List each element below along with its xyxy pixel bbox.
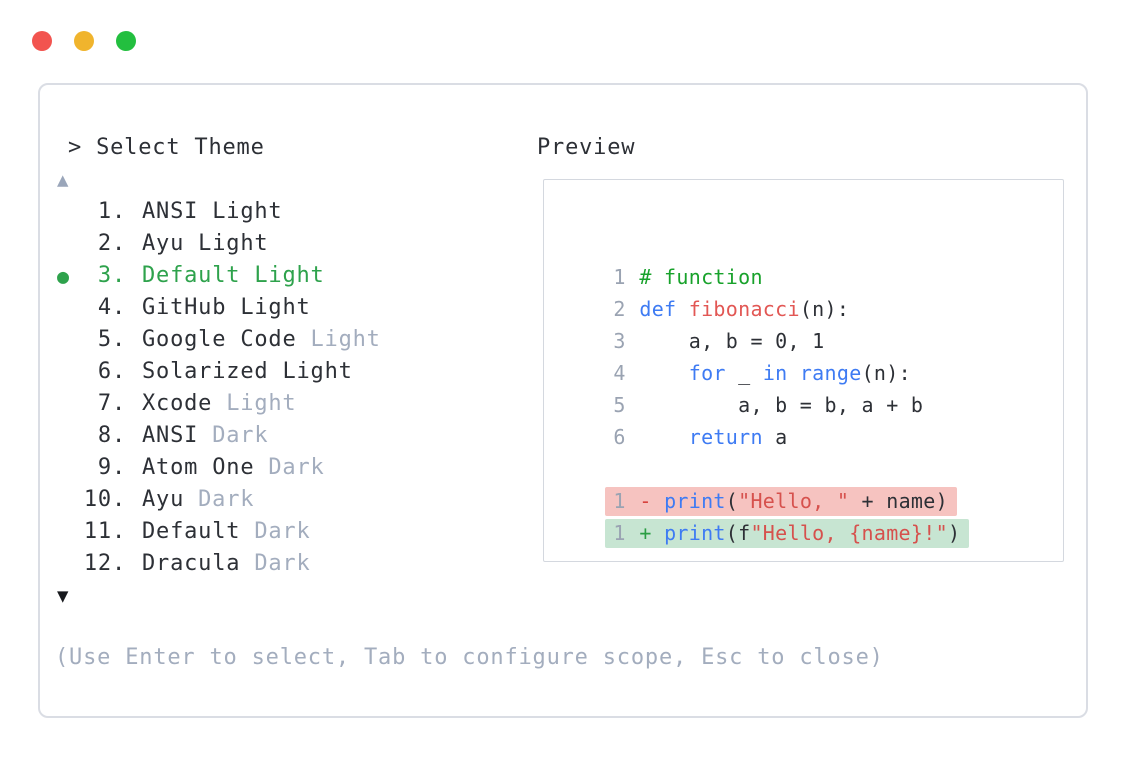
window-zoom-button[interactable] bbox=[116, 31, 136, 51]
theme-item-number: 7. bbox=[97, 391, 126, 416]
line-number: 6 bbox=[613, 425, 626, 449]
selected-dot-icon bbox=[55, 324, 83, 356]
line-number: 2 bbox=[613, 297, 626, 321]
theme-item-variant: Dark bbox=[212, 423, 269, 448]
theme-item-name: Default bbox=[142, 519, 241, 544]
select-theme-prompt: > Select Theme bbox=[68, 135, 265, 160]
selected-dot-icon bbox=[55, 516, 83, 548]
theme-list-item[interactable]: 9. Atom One Dark bbox=[55, 452, 884, 484]
theme-item-number: 12. bbox=[83, 551, 126, 576]
theme-list-item[interactable]: 11. Default Dark bbox=[55, 516, 884, 548]
line-code: def fibonacci(n): bbox=[639, 297, 850, 321]
code-line: 1 # function bbox=[564, 229, 1063, 289]
code-line: 6 return a bbox=[564, 389, 1063, 449]
line-number: 1 bbox=[613, 265, 626, 289]
theme-list-item[interactable]: 4. GitHub Light bbox=[55, 292, 884, 324]
scroll-up-icon[interactable]: ▲ bbox=[57, 169, 70, 191]
selected-dot-icon: ● bbox=[57, 264, 70, 288]
theme-item-name: Atom One bbox=[142, 455, 255, 480]
code-line: 3 a, b = 0, 1 bbox=[564, 293, 1063, 353]
theme-list-item[interactable]: 8. ANSI Dark bbox=[55, 420, 884, 452]
line-code: return a bbox=[688, 425, 788, 449]
window-controls bbox=[32, 31, 136, 51]
theme-picker-panel: > Select Theme ▲ 1. ANSI Light 2. Ayu Li… bbox=[38, 83, 1088, 718]
line-number: 4 bbox=[613, 361, 626, 385]
theme-item-number: 1. bbox=[97, 199, 126, 224]
line-code: - print("Hello, " + name) bbox=[639, 489, 948, 513]
theme-item-number: 8. bbox=[97, 423, 126, 448]
window-minimize-button[interactable] bbox=[74, 31, 94, 51]
theme-list-item[interactable]: 12. Dracula Dark bbox=[55, 548, 884, 580]
theme-item-name: Google Code bbox=[142, 327, 297, 352]
theme-item-number: 11. bbox=[83, 519, 126, 544]
theme-item-number: 3. bbox=[97, 263, 126, 288]
theme-item-name: Default Light bbox=[142, 263, 325, 288]
selected-dot-icon bbox=[55, 484, 83, 516]
line-code: + print(f"Hello, {name}!") bbox=[639, 521, 961, 545]
theme-item-variant: Dark bbox=[198, 487, 255, 512]
scroll-down-icon[interactable]: ▼ bbox=[57, 585, 70, 607]
theme-item-name: Solarized Light bbox=[142, 359, 353, 384]
selected-dot-icon bbox=[55, 420, 83, 452]
theme-item-number: 2. bbox=[97, 231, 126, 256]
theme-list-item[interactable]: ● 3. Default Light bbox=[55, 260, 884, 292]
theme-item-number: 10. bbox=[83, 487, 126, 512]
theme-list-item[interactable]: 5. Google Code Light bbox=[55, 324, 884, 356]
code-line: 4 for _ in range(n): bbox=[564, 325, 1063, 385]
code-line: 1 - print("Hello, " + name) bbox=[564, 453, 1063, 516]
theme-list-item[interactable]: 7. Xcode Light bbox=[55, 388, 884, 420]
line-number: 1 bbox=[613, 489, 626, 513]
selected-dot-icon bbox=[55, 452, 83, 484]
line-number: 1 bbox=[613, 521, 626, 545]
theme-item-number: 6. bbox=[97, 359, 126, 384]
theme-item-number: 5. bbox=[97, 327, 126, 352]
theme-item-name: ANSI bbox=[142, 423, 199, 448]
line-number: 5 bbox=[613, 393, 626, 417]
theme-list-item[interactable]: 2. Ayu Light bbox=[55, 228, 884, 260]
selected-dot-icon bbox=[55, 292, 83, 324]
theme-picker-left-column: > Select Theme ▲ 1. ANSI Light 2. Ayu Li… bbox=[55, 132, 884, 674]
keyboard-hint: (Use Enter to select, Tab to configure s… bbox=[55, 645, 884, 670]
window-close-button[interactable] bbox=[32, 31, 52, 51]
theme-item-name: Ayu bbox=[142, 487, 185, 512]
theme-item-variant: Dark bbox=[268, 455, 325, 480]
theme-item-number: 9. bbox=[97, 455, 126, 480]
theme-list-item[interactable]: 6. Solarized Light bbox=[55, 356, 884, 388]
line-number: 3 bbox=[613, 329, 626, 353]
code-line: 1 + print(f"Hello, {name}!") bbox=[564, 485, 1063, 548]
theme-item-variant: Light bbox=[310, 327, 381, 352]
theme-item-name: GitHub Light bbox=[142, 295, 311, 320]
code-line: 2 def fibonacci(n): bbox=[564, 261, 1063, 321]
theme-item-variant: Dark bbox=[254, 519, 311, 544]
selected-dot-icon bbox=[55, 228, 83, 260]
preview-code: 1 # function 2 def fibonacci(n): 3 a, b = … bbox=[543, 179, 1064, 562]
selected-dot-icon bbox=[55, 388, 83, 420]
theme-item-name: Dracula bbox=[142, 551, 241, 576]
line-code: # function bbox=[639, 265, 763, 289]
theme-list-item[interactable]: 10. Ayu Dark bbox=[55, 484, 884, 516]
theme-item-name: Xcode bbox=[142, 391, 213, 416]
line-code: a, b = 0, 1 bbox=[639, 329, 825, 353]
selected-dot-icon bbox=[55, 196, 83, 228]
theme-item-name: ANSI Light bbox=[142, 199, 283, 224]
theme-item-variant: Light bbox=[226, 391, 297, 416]
theme-list: 1. ANSI Light 2. Ayu Light ● 3. Default … bbox=[55, 196, 884, 580]
code-line: 5 a, b = b, a + b bbox=[564, 357, 1063, 417]
selected-dot-icon bbox=[55, 548, 83, 580]
preview-title: Preview bbox=[537, 135, 636, 160]
theme-item-number: 4. bbox=[97, 295, 126, 320]
theme-item-name: Ayu Light bbox=[142, 231, 269, 256]
selected-dot-icon bbox=[55, 356, 83, 388]
line-code: for _ in range(n): bbox=[688, 361, 911, 385]
theme-item-variant: Dark bbox=[254, 551, 311, 576]
line-code: a, b = b, a + b bbox=[639, 393, 924, 417]
theme-list-item[interactable]: 1. ANSI Light bbox=[55, 196, 884, 228]
